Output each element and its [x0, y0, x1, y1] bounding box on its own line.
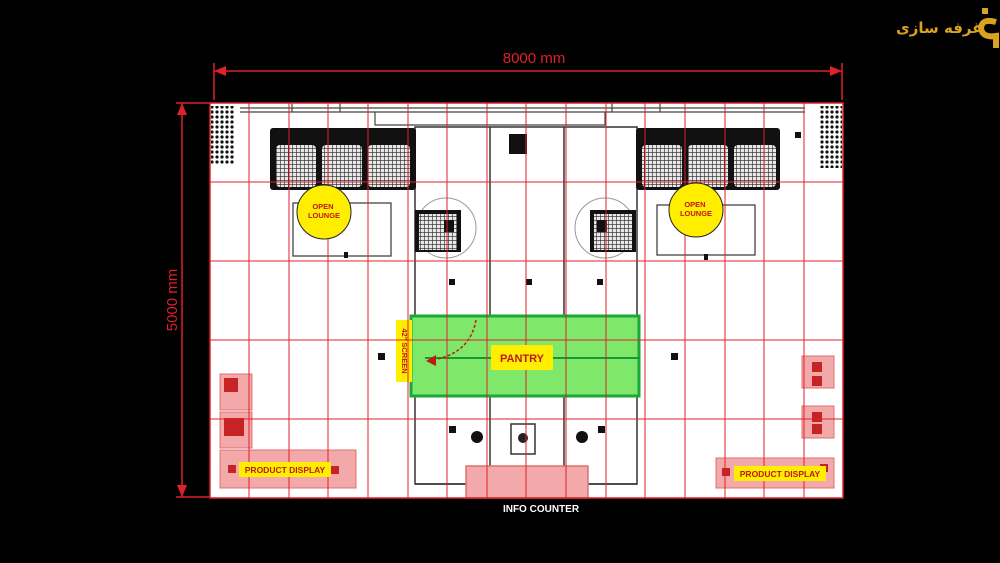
armchair-right	[574, 197, 636, 259]
product-display-label-right: PRODUCT DISPLAY	[740, 469, 821, 479]
back-wall	[240, 102, 805, 126]
product-display-label-right-bg	[734, 466, 826, 481]
pantry-label-bg	[491, 345, 553, 370]
open-lounge-label-left: OPEN LOUNGE	[308, 202, 340, 220]
pillar-markers	[344, 132, 801, 433]
product-display-label-left: PRODUCT DISPLAY	[245, 465, 326, 475]
width-dimension-line	[213, 63, 843, 100]
brand-logo-icon	[977, 8, 999, 48]
module-grid	[209, 102, 844, 499]
lounge-badge-left	[296, 184, 352, 240]
stool-right	[576, 431, 588, 443]
screen-label: 42" SCREEN	[400, 328, 409, 373]
plant-right	[820, 106, 842, 168]
info-counter-desk	[465, 465, 589, 499]
product-display-left	[219, 373, 357, 489]
armchair-left	[415, 197, 477, 259]
sofa-left	[270, 128, 416, 190]
height-dimension-label: 5000 mm	[164, 269, 181, 332]
stool-left	[471, 431, 483, 443]
height-dimension-line	[176, 102, 210, 498]
lounge-badge-right	[668, 182, 724, 238]
pantry-label: PANTRY	[500, 353, 545, 365]
plant-left	[211, 106, 235, 164]
sofa-right	[636, 128, 780, 190]
brand: غرفه سازی	[896, 8, 1000, 48]
counter-sink	[510, 423, 536, 455]
info-counter-label: INFO COUNTER	[503, 504, 580, 515]
center-column	[509, 134, 527, 154]
width-dimension-label: 8000 mm	[503, 50, 566, 67]
brand-name: غرفه سازی	[896, 19, 983, 37]
open-lounge-label-right: OPEN LOUNGE	[680, 200, 712, 218]
product-display-label-left-bg	[239, 462, 331, 477]
